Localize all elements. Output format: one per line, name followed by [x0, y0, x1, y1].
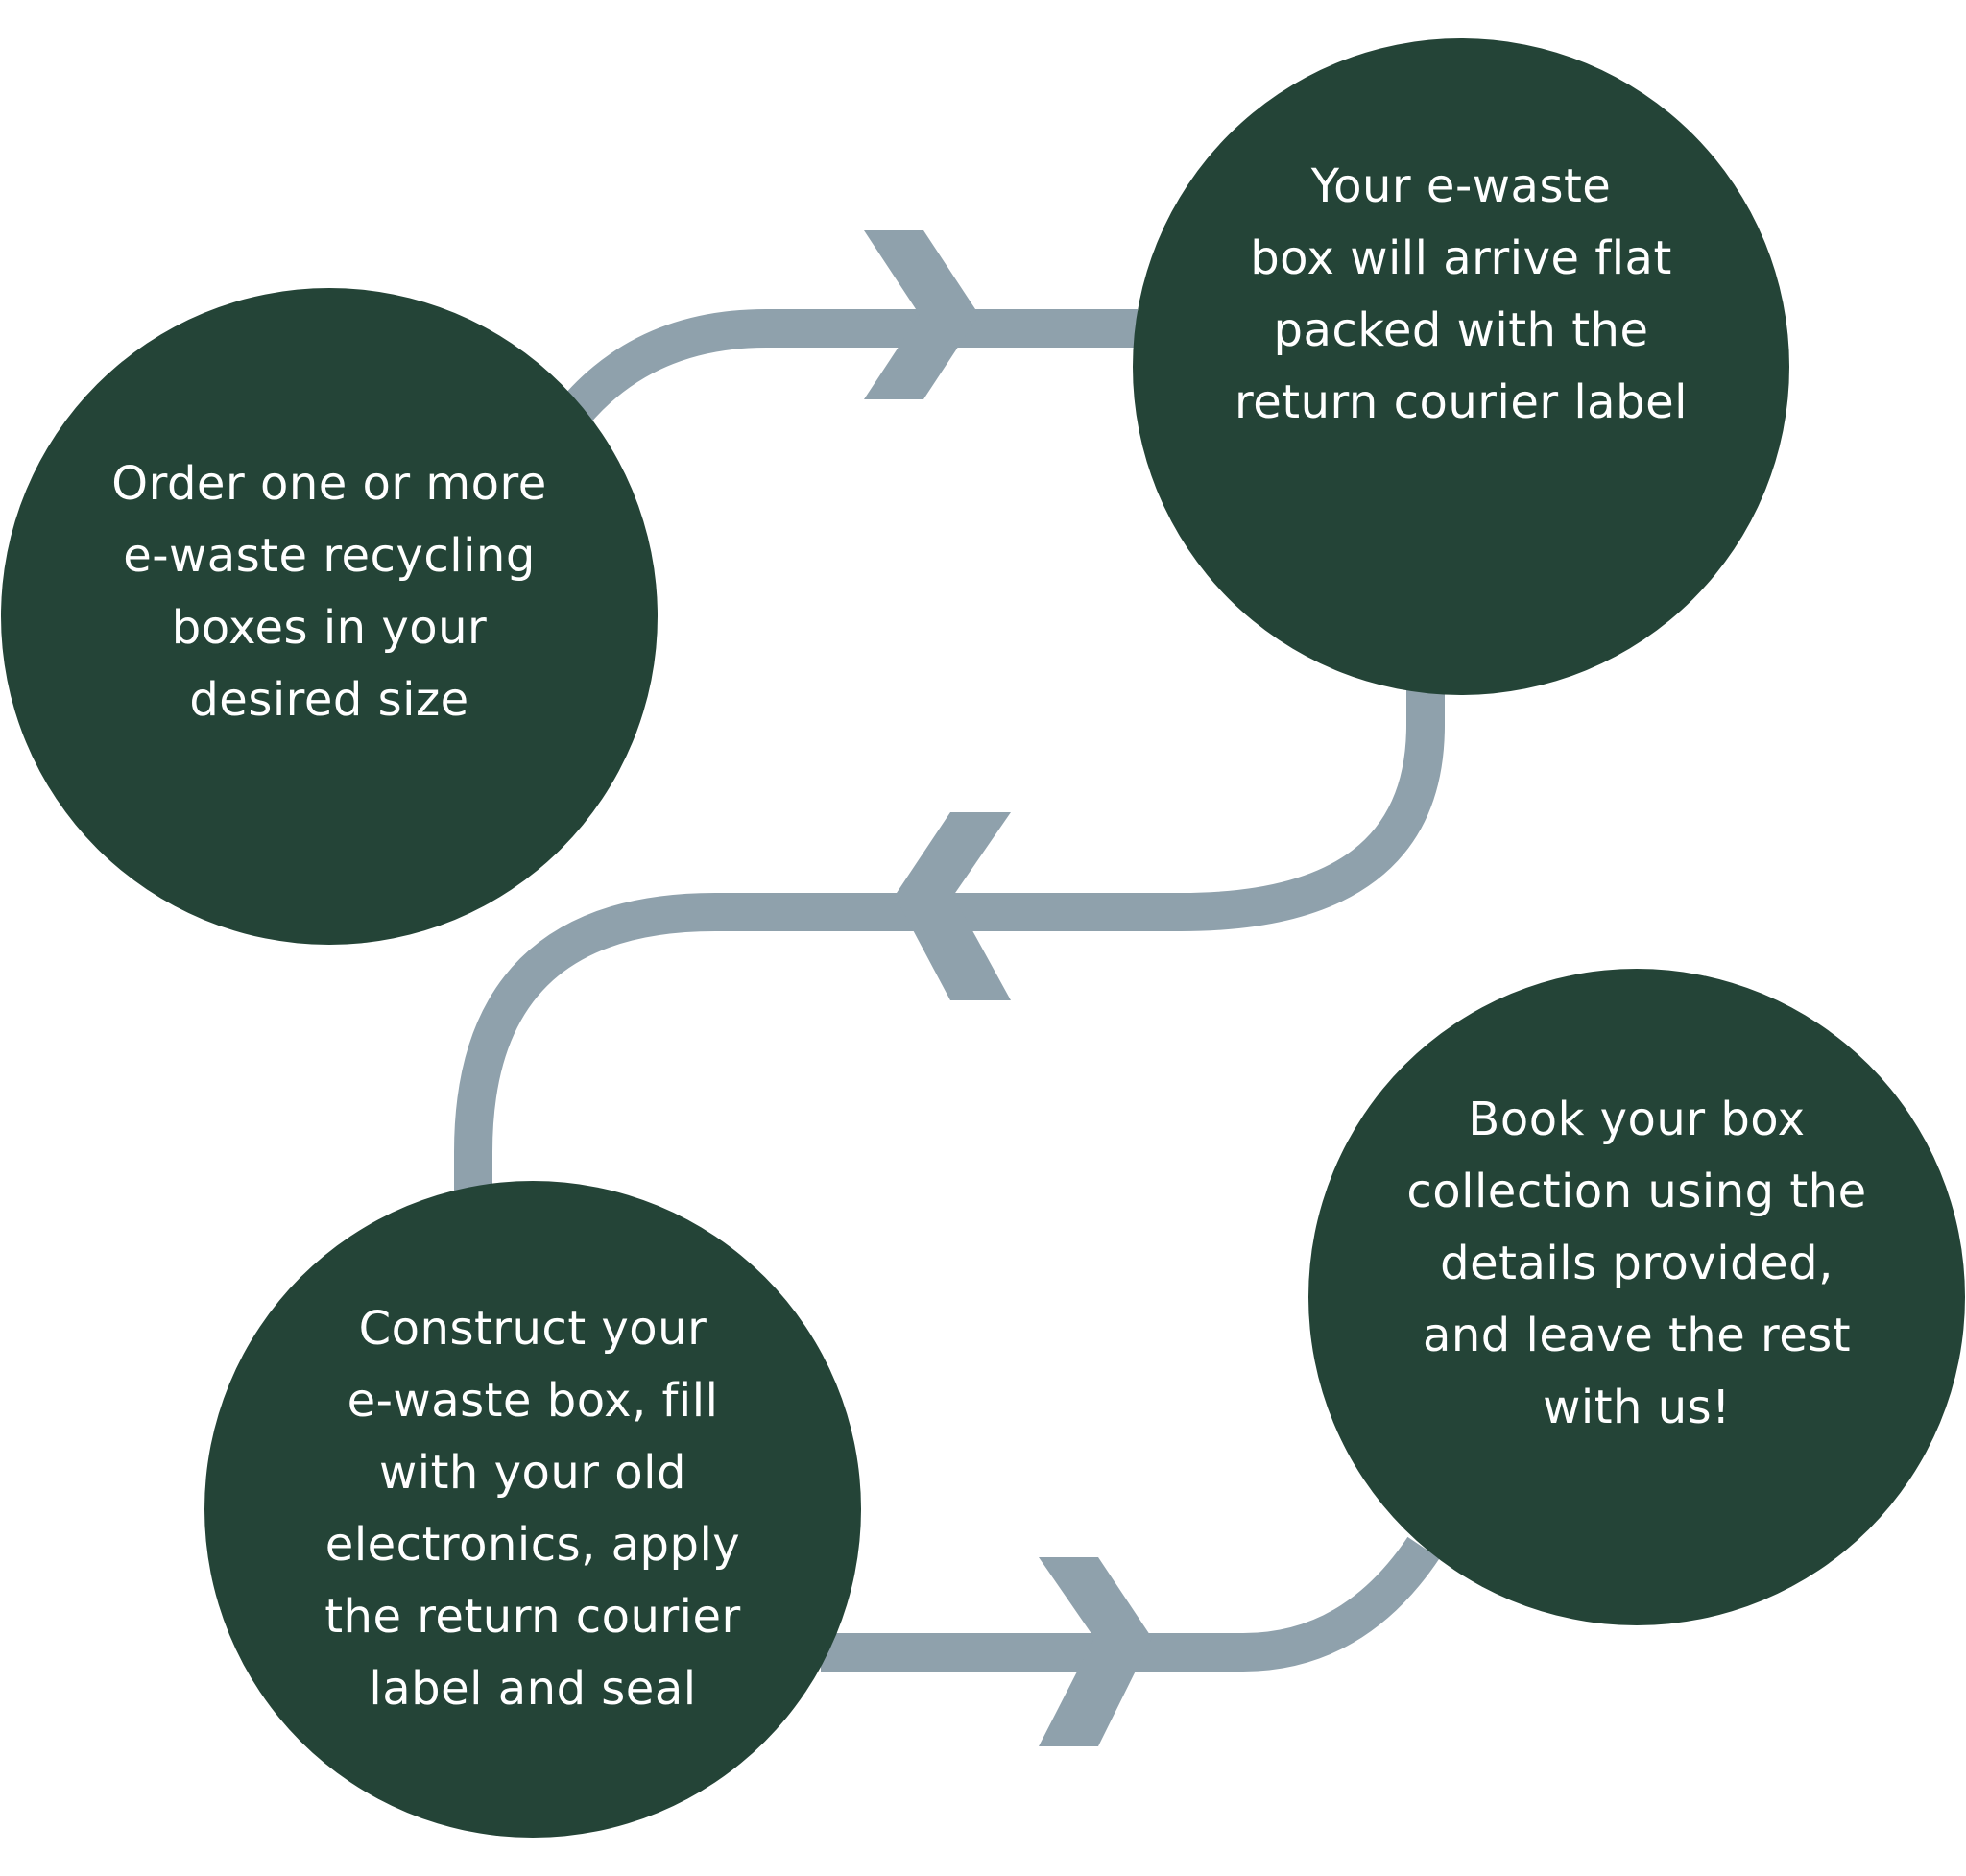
step-1-text: Order one or more e-waste recycling boxe… — [111, 457, 547, 727]
step-3-circle: Construct your e-waste box, fill with yo… — [204, 1181, 861, 1838]
chevron-right-icon — [1039, 1557, 1152, 1746]
connector-step2-to-step3-upper — [715, 686, 1445, 931]
chevron-right-icon — [864, 230, 979, 399]
connector-step1-to-step2 — [551, 309, 1138, 435]
connector-step3-to-step4 — [821, 1536, 1440, 1672]
step-2-text: Your e-waste box will arrive flat packed… — [1235, 159, 1688, 429]
step-2-circle: Your e-waste box will arrive flat packed… — [1133, 38, 1789, 695]
step-4-circle: Book your box collection using the detai… — [1308, 969, 1965, 1625]
connector-step2-to-step3-lower — [454, 893, 716, 1191]
step-3-text: Construct your e-waste box, fill with yo… — [324, 1302, 741, 1716]
step-1-circle: Order one or more e-waste recycling boxe… — [1, 288, 658, 945]
step-4-text: Book your box collection using the detai… — [1406, 1092, 1867, 1434]
chevron-left-icon — [895, 812, 1011, 1000]
